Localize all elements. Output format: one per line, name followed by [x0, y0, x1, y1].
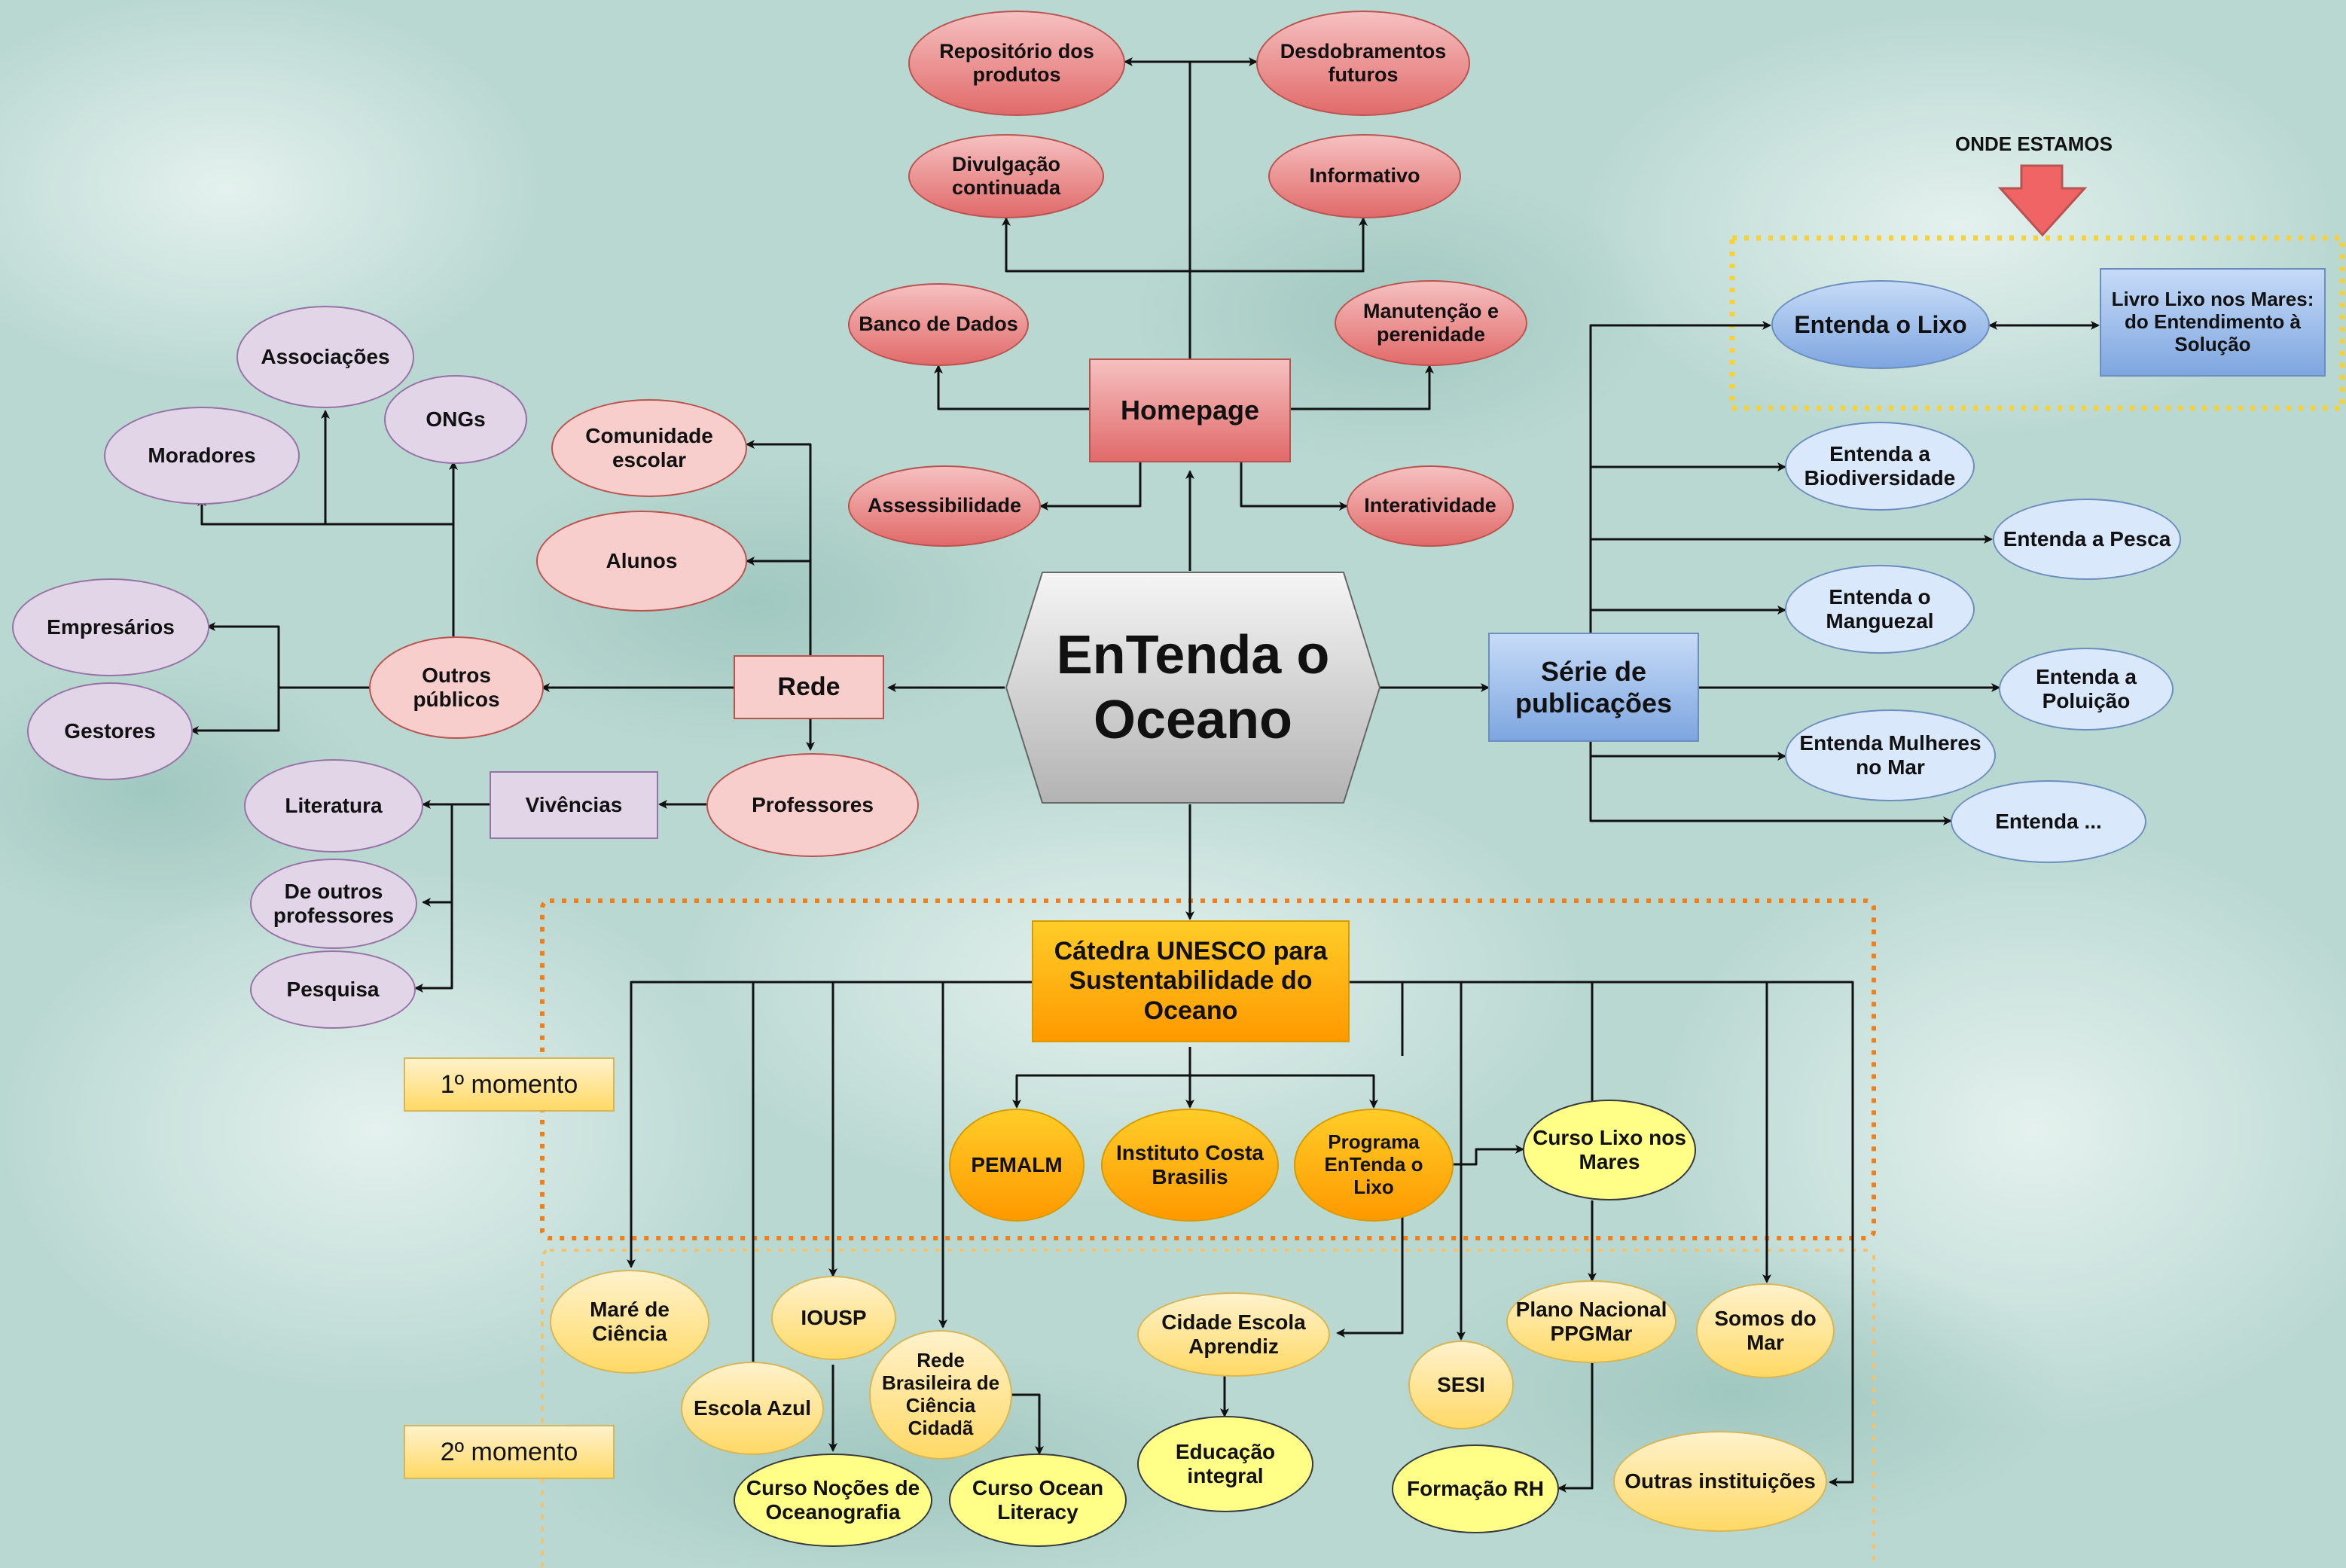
onde-estamos-label: ONDE ESTAMOS [1955, 133, 2113, 155]
formacao-rh-node[interactable]: Formação RH [1392, 1444, 1559, 1533]
entenda-manguezal-node[interactable]: Entenda o Manguezal [1785, 565, 1975, 654]
down-arrow-icon [1997, 164, 2088, 237]
curso-ocean-literacy-node[interactable]: Curso Ocean Literacy [949, 1454, 1127, 1547]
manutencao-node[interactable]: Manutenção e perenidade [1335, 280, 1527, 366]
divulgacao-node[interactable]: Divulgação continuada [908, 134, 1104, 218]
curso-nocoes-node[interactable]: Curso Noções de Oceanografia [734, 1454, 932, 1547]
comunidade-escolar-node[interactable]: Comunidade escolar [551, 399, 747, 497]
alunos-node[interactable]: Alunos [536, 511, 747, 612]
vivencias-box[interactable]: Vivências [490, 771, 658, 839]
plano-nacional-node[interactable]: Plano Nacional PPGMar [1506, 1280, 1676, 1363]
hexagon-shape [1005, 572, 1381, 804]
entenda-pesca-node[interactable]: Entenda a Pesca [1993, 499, 2181, 580]
mare-ciencia-node[interactable]: Maré de Ciência [550, 1270, 709, 1374]
educacao-integral-node[interactable]: Educação integral [1137, 1416, 1313, 1512]
serie-publicacoes-box[interactable]: Série de publicações [1488, 633, 1699, 742]
programa-entenda-lixo-node[interactable]: Programa EnTenda o Lixo [1294, 1109, 1454, 1222]
central-title: EnTenda o Oceano [1056, 624, 1330, 750]
somos-do-mar-node[interactable]: Somos do Mar [1696, 1283, 1835, 1378]
interatividade-node[interactable]: Interatividade [1347, 465, 1514, 547]
curso-lixo-mares-node[interactable]: Curso Lixo nos Mares [1523, 1100, 1696, 1200]
livro-lixo-box[interactable]: Livro Lixo nos Mares: do Entendimento à … [2100, 268, 2326, 377]
iousp-node[interactable]: IOUSP [771, 1276, 896, 1360]
desdobramentos-node[interactable]: Desdobramentos futuros [1256, 11, 1470, 116]
associacoes-node[interactable]: Associações [236, 306, 414, 408]
pesquisa-node[interactable]: Pesquisa [250, 950, 416, 1029]
repositorio-node[interactable]: Repositório dos produtos [908, 11, 1125, 116]
entenda-lixo-node[interactable]: Entenda o Lixo [1771, 280, 1990, 369]
entenda-etc-node[interactable]: Entenda ... [1951, 780, 2146, 863]
entenda-poluicao-node[interactable]: Entenda a Poluição [1999, 648, 2174, 731]
sesi-node[interactable]: SESI [1408, 1341, 1514, 1429]
escola-azul-node[interactable]: Escola Azul [681, 1362, 824, 1455]
professores-node[interactable]: Professores [706, 753, 919, 857]
banco-dados-node[interactable]: Banco de Dados [848, 283, 1029, 366]
instituto-costa-node[interactable]: Instituto Costa Brasilis [1101, 1109, 1279, 1222]
entenda-biodiversidade-node[interactable]: Entenda a Biodiversidade [1785, 422, 1975, 511]
moradores-node[interactable]: Moradores [104, 407, 300, 505]
rede-box[interactable]: Rede [734, 655, 884, 719]
gestores-node[interactable]: Gestores [27, 682, 193, 780]
entenda-mulheres-node[interactable]: Entenda Mulheres no Mar [1785, 709, 1996, 801]
homepage-box[interactable]: Homepage [1089, 358, 1291, 462]
momento-2-label: 2º momento [404, 1425, 615, 1479]
pemalm-node[interactable]: PEMALM [949, 1109, 1085, 1222]
literatura-node[interactable]: Literatura [244, 759, 423, 853]
assessibilidade-node[interactable]: Assessibilidade [848, 465, 1041, 547]
rede-brasileira-node[interactable]: Rede Brasileira de Ciência Cidadã [869, 1330, 1012, 1460]
central-node[interactable]: EnTenda o Oceano [1005, 571, 1381, 804]
ongs-node[interactable]: ONGs [384, 375, 527, 464]
informativo-node[interactable]: Informativo [1268, 134, 1461, 218]
empresarios-node[interactable]: Empresários [12, 578, 209, 676]
outros-publicos-node[interactable]: Outros públicos [369, 636, 544, 739]
cidade-escola-node[interactable]: Cidade Escola Aprendiz [1137, 1292, 1330, 1377]
outras-instituicoes-node[interactable]: Outras instituições [1613, 1431, 1827, 1532]
catedra-unesco-box[interactable]: Cátedra UNESCO para Sustentabilidade do … [1032, 920, 1350, 1042]
momento-1-label: 1º momento [404, 1057, 615, 1112]
de-outros-professores-node[interactable]: De outros professores [250, 859, 417, 949]
